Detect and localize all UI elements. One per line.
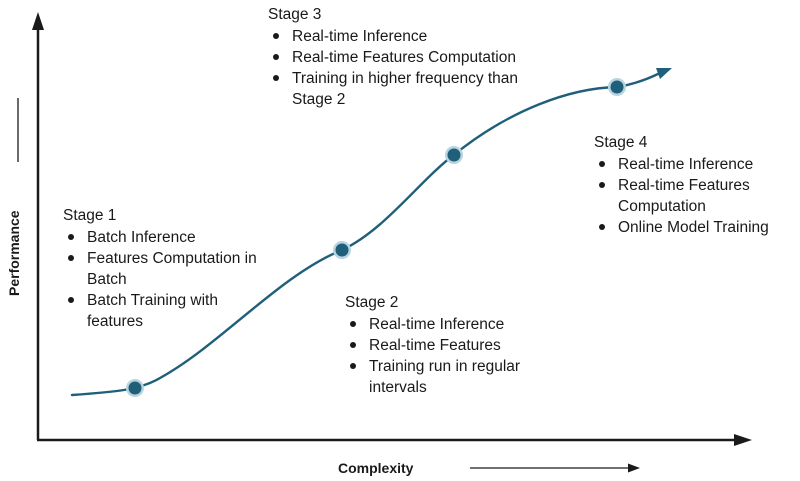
stage-4-item: Real-time Features Computation (594, 175, 800, 217)
x-axis-label: Complexity (338, 460, 414, 476)
stage-2-item: Real-time Inference (345, 314, 555, 335)
stage-3-item: Real-time Inference (268, 26, 538, 47)
stage-node-4 (608, 78, 626, 96)
stage-node-3 (445, 146, 463, 164)
stage-2-block: Stage 2 Real-time Inference Real-time Fe… (345, 292, 555, 398)
stage-node-1 (126, 379, 144, 397)
stage-3-item: Training in higher frequency than Stage … (268, 68, 538, 110)
stage-3-title: Stage 3 (268, 6, 322, 23)
y-axis-label: Performance (6, 210, 22, 296)
stage-4-title: Stage 4 (594, 134, 648, 151)
stage-4-list: Real-time Inference Real-time Features C… (594, 154, 800, 238)
x-direction-arrowhead (628, 463, 640, 473)
stage-4-item: Online Model Training (594, 217, 800, 238)
stage-3-item: Real-time Features Computation (268, 47, 538, 68)
growth-curve-arrowhead (656, 68, 672, 79)
stage-4-item: Real-time Inference (594, 154, 800, 175)
stage-1-block: Stage 1 Batch Inference Features Computa… (63, 205, 273, 332)
stage-1-item: Features Computation in Batch (63, 248, 273, 290)
x-axis-arrowhead (734, 434, 752, 446)
stage-4-block: Stage 4 Real-time Inference Real-time Fe… (594, 132, 800, 238)
stage-1-item: Batch Training with features (63, 290, 273, 332)
stage-1-title: Stage 1 (63, 207, 117, 224)
stage-2-list: Real-time Inference Real-time Features T… (345, 314, 555, 398)
stage-1-item: Batch Inference (63, 227, 273, 248)
stage-2-title: Stage 2 (345, 294, 399, 311)
stage-3-list: Real-time Inference Real-time Features C… (268, 26, 538, 110)
stage-1-list: Batch Inference Features Computation in … (63, 227, 273, 332)
stage-3-block: Stage 3 Real-time Inference Real-time Fe… (268, 4, 538, 110)
stage-2-item: Training run in regular intervals (345, 356, 555, 398)
y-axis-arrowhead (32, 12, 44, 30)
stage-node-2 (333, 241, 351, 259)
stage-2-item: Real-time Features (345, 335, 555, 356)
